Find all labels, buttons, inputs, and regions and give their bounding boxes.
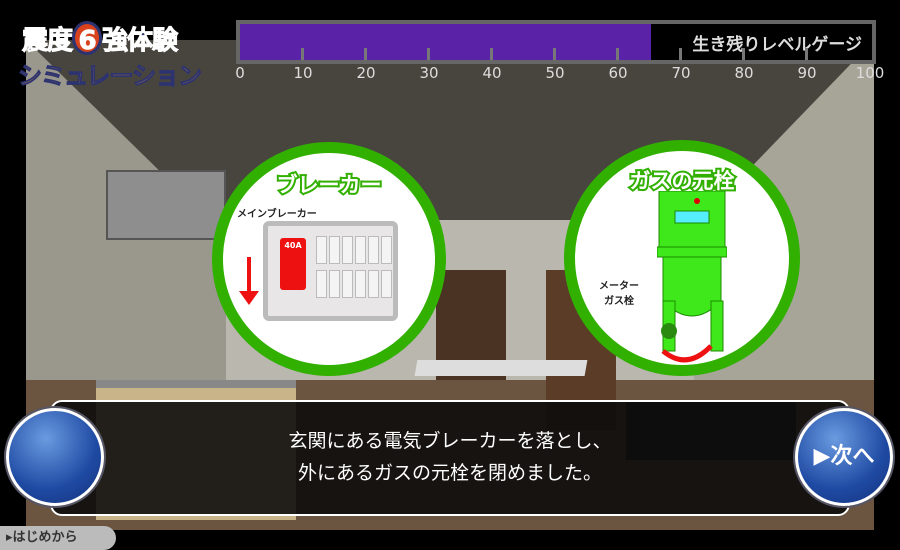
breaker-switch bbox=[342, 236, 353, 264]
gas-valve-label: ガス栓 bbox=[604, 296, 634, 307]
gauge-tick-label: 40 bbox=[482, 64, 502, 82]
restart-button[interactable]: ▸はじめから bbox=[0, 526, 116, 550]
gauge-tick-label: 20 bbox=[356, 64, 376, 82]
next-button[interactable]: ▶次へ bbox=[795, 408, 893, 506]
message-dialog: 玄関にある電気ブレーカーを落とし、 外にあるガスの元栓を閉めました。 bbox=[50, 400, 850, 516]
range-hood bbox=[106, 170, 226, 240]
logo-text: 強体験 bbox=[102, 26, 179, 57]
gauge-tick bbox=[742, 48, 745, 60]
gauge-tick bbox=[553, 48, 556, 60]
gauge-label: 生き残りレベルゲージ bbox=[692, 35, 862, 55]
gauge-tick bbox=[616, 48, 619, 60]
gas-valve-callout: ガスの元栓 メーターガス栓 bbox=[564, 140, 800, 376]
gauge-tick bbox=[427, 48, 430, 60]
arrow-down-icon bbox=[239, 257, 259, 305]
logo-text: 震度 bbox=[21, 26, 73, 57]
breaker-switch bbox=[381, 270, 392, 298]
meter-label: メーター bbox=[599, 281, 639, 292]
breaker-switch bbox=[368, 270, 379, 298]
main-breaker: 40A bbox=[280, 238, 306, 290]
breaker-switch bbox=[355, 236, 366, 264]
gas-meter-icon bbox=[657, 191, 727, 363]
logo-subtitle: シミュレーション bbox=[17, 62, 202, 91]
gas-title: ガスの元栓 bbox=[628, 167, 737, 195]
breaker-switch bbox=[355, 270, 366, 298]
breaker-switch bbox=[316, 236, 327, 264]
gauge-fill bbox=[240, 24, 651, 60]
gauge-tick-label: 30 bbox=[419, 64, 439, 82]
breaker-switch bbox=[329, 236, 340, 264]
logo-number: 6 bbox=[72, 21, 103, 57]
gauge-tick-label: 100 bbox=[855, 64, 885, 82]
gauge-tick bbox=[679, 48, 682, 60]
gauge-tick-label: 90 bbox=[797, 64, 817, 82]
breaker-switch bbox=[381, 236, 392, 264]
gauge-tick-label: 50 bbox=[545, 64, 565, 82]
gauge-tick-label: 80 bbox=[734, 64, 754, 82]
gauge-tick bbox=[805, 48, 808, 60]
message-line-2: 外にあるガスの元栓を閉めました。 bbox=[297, 462, 602, 484]
breaker-switch bbox=[368, 236, 379, 264]
gauge-tick bbox=[301, 48, 304, 60]
gauge-tick bbox=[364, 48, 367, 60]
gauge-tick-label: 10 bbox=[293, 64, 313, 82]
gauge-tick-label: 70 bbox=[671, 64, 691, 82]
message-line-1: 玄関にある電気ブレーカーを落とし、 bbox=[288, 430, 612, 452]
gauge-tick-label: 60 bbox=[608, 64, 628, 82]
breaker-title: ブレーカー bbox=[275, 171, 384, 199]
breaker-switch bbox=[342, 270, 353, 298]
blank-round-button[interactable] bbox=[6, 408, 104, 506]
survival-gauge: 生き残りレベルゲージ bbox=[236, 20, 876, 64]
gauge-tick bbox=[490, 48, 493, 60]
main-breaker-label: メインブレーカー bbox=[237, 209, 317, 220]
breaker-panel: 40A bbox=[263, 221, 398, 321]
breaker-switch bbox=[329, 270, 340, 298]
breaker-callout: ブレーカー メインブレーカー 40A bbox=[212, 142, 446, 376]
gauge-tick-label: 0 bbox=[235, 64, 245, 82]
breaker-switch bbox=[316, 270, 327, 298]
table bbox=[414, 360, 588, 376]
